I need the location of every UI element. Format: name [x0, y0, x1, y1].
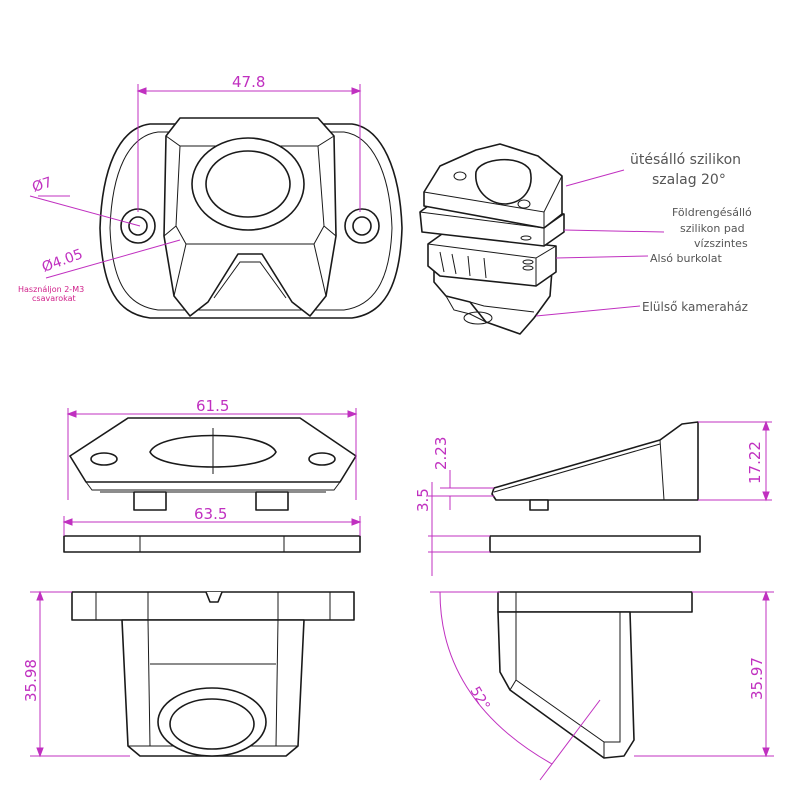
dim-hole-outer-label: Ø7	[30, 174, 54, 195]
top-view-lens	[205, 150, 291, 218]
callout-tape-line1: ütésálló szilikon	[630, 152, 741, 168]
dim-right-height-label: 35.97	[748, 657, 766, 700]
side-view	[489, 421, 701, 553]
callout-front-housing: Elülső kameraház	[642, 300, 748, 314]
top-view-right-hole-inner	[352, 216, 372, 236]
rear-view	[71, 591, 355, 757]
screw-note-line1: Használjon 2-M3	[18, 285, 84, 294]
callout-pad-line1: Földrengésálló	[672, 206, 752, 219]
dim-side-height-label: 17.22	[746, 441, 764, 484]
dim-top-width-label: 47.8	[232, 73, 265, 91]
callout-tape-line2: szalag 20°	[652, 172, 726, 188]
dim-base-width-label: 63.5	[194, 505, 227, 523]
dim-angle-label: 52°	[467, 684, 493, 714]
callout-pad-line3: vízszintes	[694, 237, 748, 250]
rear-view-flange	[71, 591, 355, 621]
front-view-left-foot	[133, 491, 167, 511]
rear-view-tab	[205, 591, 223, 603]
right-side-housing	[497, 611, 635, 759]
exploded-tape-lens-opening	[475, 158, 532, 205]
base-plate-front	[63, 535, 361, 553]
top-view-left-hole-inner	[128, 216, 148, 236]
side-view-body	[491, 421, 699, 501]
front-view-right-slot	[308, 452, 336, 466]
callout-bottom-cover: Alsó burkolat	[650, 252, 723, 265]
front-view-left-slot	[90, 452, 118, 466]
top-view-flange-inner	[109, 131, 393, 311]
rear-view-lens	[169, 698, 255, 750]
dim-side: 17.22 2.23 3.5	[414, 420, 772, 576]
side-view-foot	[529, 499, 549, 511]
right-side-flange	[497, 591, 693, 613]
dim-right-height: 35.97	[634, 590, 774, 758]
dim-hole-inner-label: Ø4.05	[40, 246, 85, 275]
base-plate-side	[489, 535, 701, 553]
dim-side-top-label: 2.23	[432, 437, 450, 470]
top-view-notch	[213, 261, 287, 299]
dim-top-width: 47.8	[136, 73, 362, 212]
callout-pad-line2: szilikon pad	[680, 222, 745, 235]
dim-front-width: 61.5	[66, 397, 358, 500]
front-view-right-foot	[255, 491, 289, 511]
dim-base-width: 63.5	[62, 505, 362, 536]
front-view	[69, 417, 357, 511]
screw-note-line2: csavarokat	[32, 294, 76, 303]
exploded-view	[419, 143, 565, 335]
top-view	[99, 117, 403, 319]
dim-front-width-label: 61.5	[196, 397, 229, 415]
dim-front-height-label: 35.98	[22, 659, 40, 702]
exploded-callouts: ütésálló szilikon szalag 20° Földrengésá…	[535, 152, 752, 317]
right-side-view	[497, 591, 693, 759]
dim-side-base-label: 3.5	[414, 488, 432, 512]
dim-front-height: 35.98	[22, 590, 130, 758]
